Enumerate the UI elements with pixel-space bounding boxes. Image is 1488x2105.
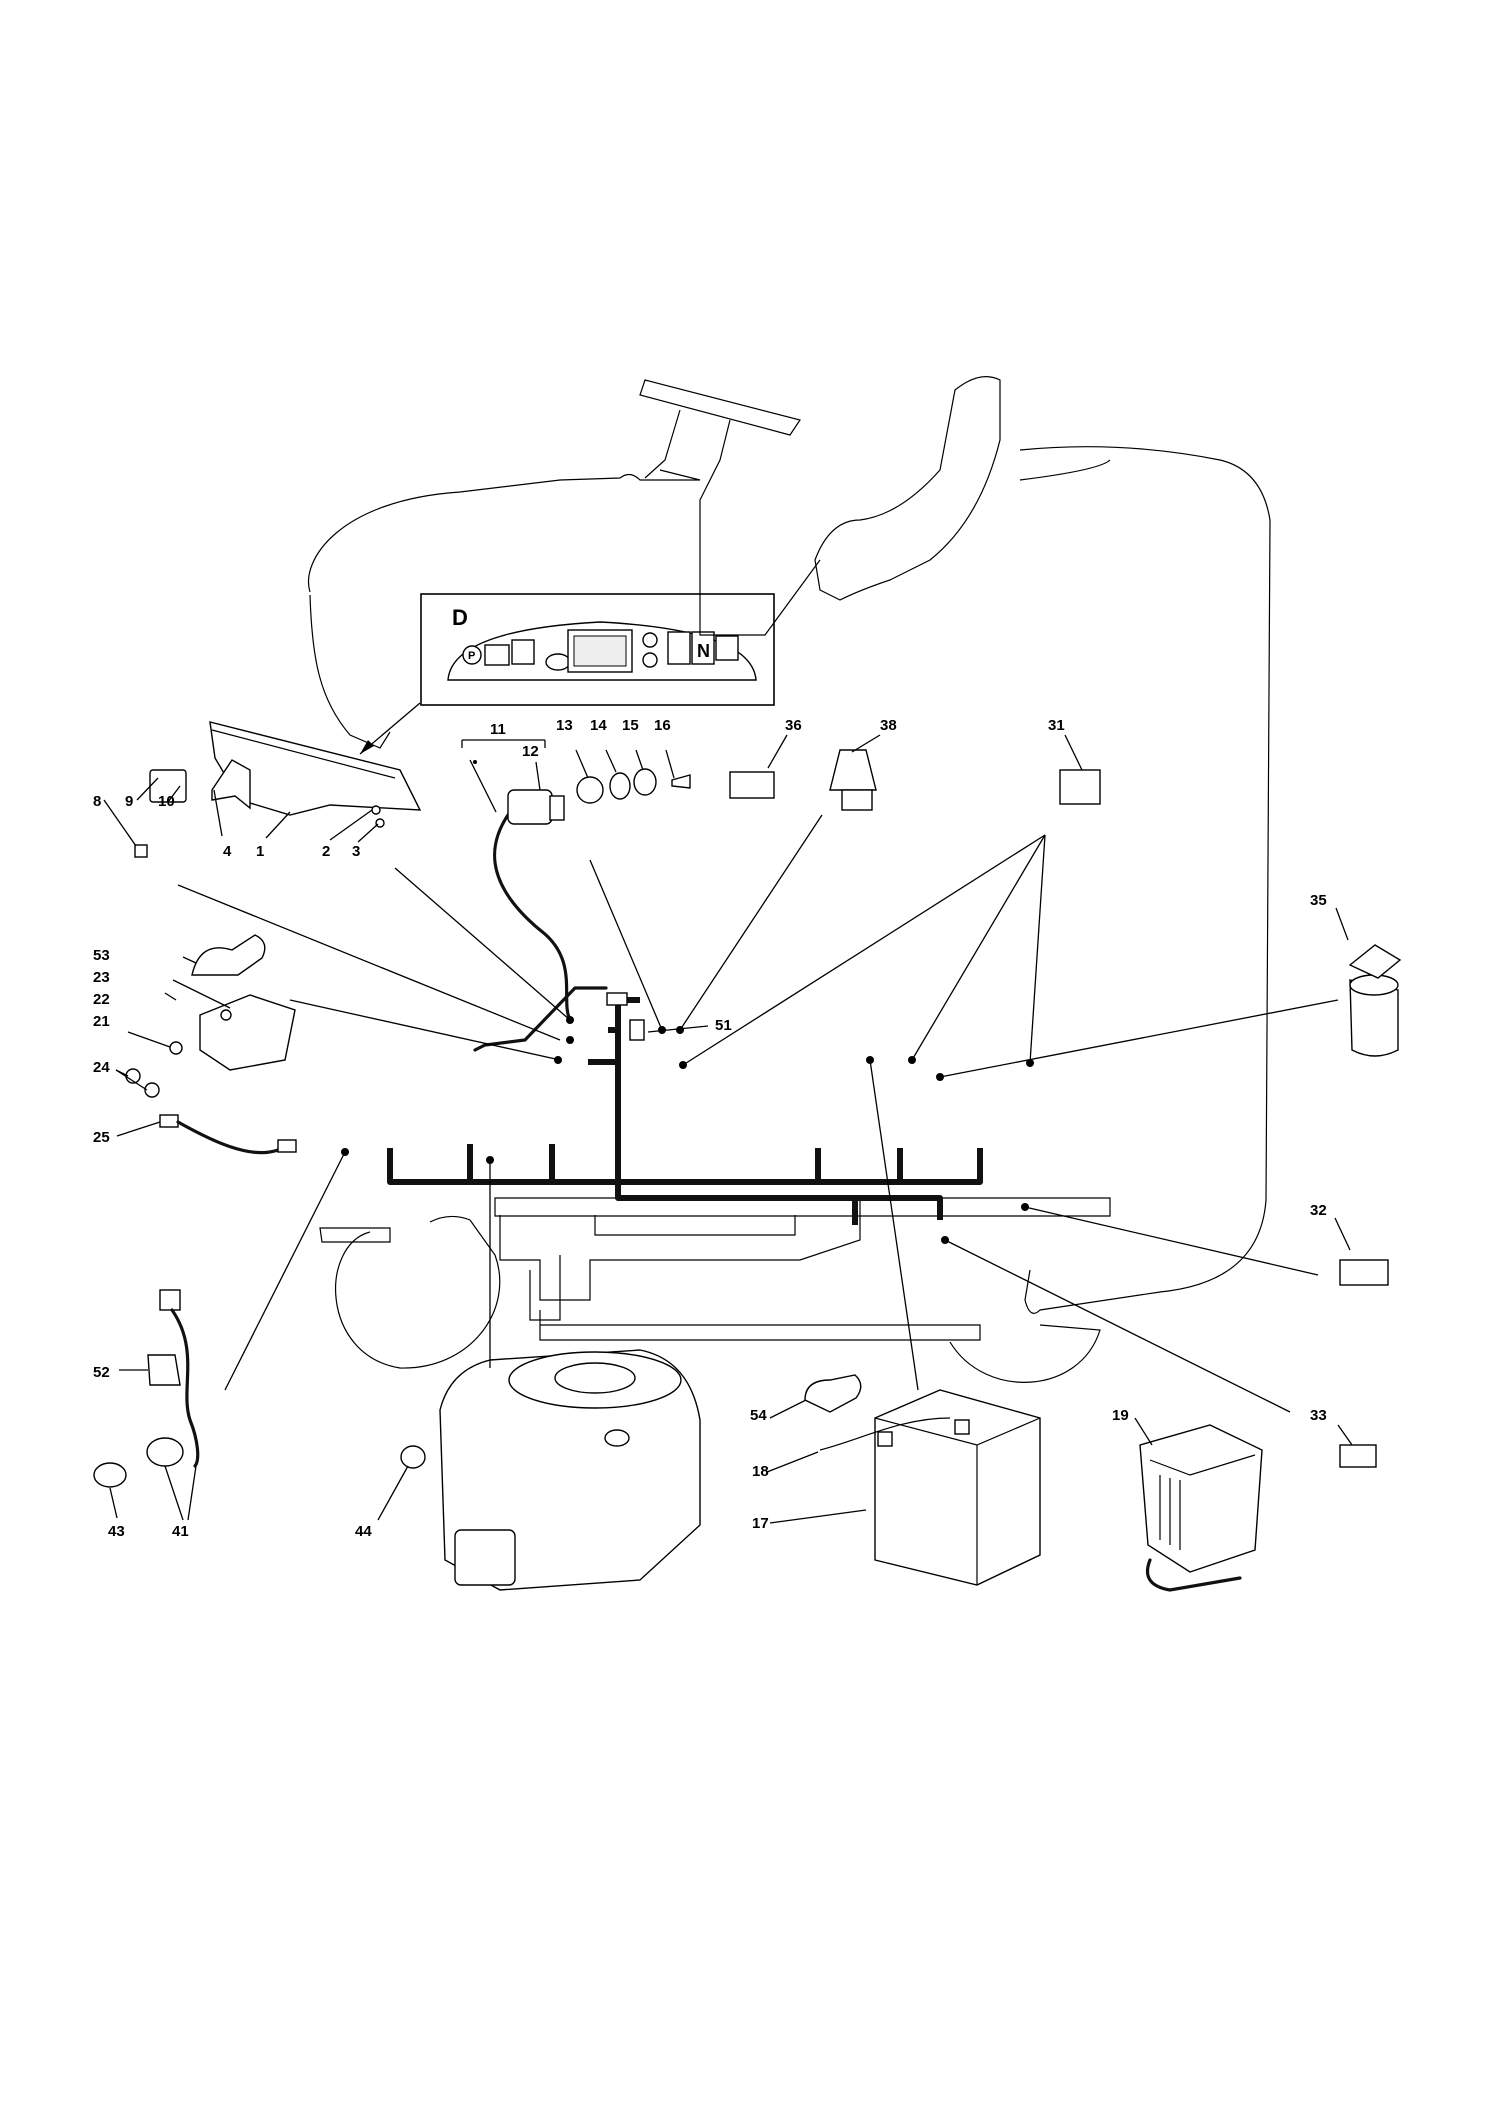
part-label-21: 21 [93, 1013, 110, 1030]
part-label-14: 14 [590, 717, 607, 734]
leader-lines [103, 734, 1353, 1524]
part-label-18: 18 [752, 1463, 769, 1480]
cable-25 [159, 1114, 297, 1155]
wiring-harness [387, 986, 983, 1225]
fuse-part [134, 844, 148, 858]
inset-letter: D [452, 605, 468, 630]
harness-clip [629, 1019, 645, 1041]
hour-meter-icon [642, 632, 658, 648]
ignition-switch [492, 789, 572, 1022]
rubber-cap [191, 934, 266, 976]
blade-indicator-icon [511, 639, 535, 665]
inset-d-dashboard: D P N [420, 593, 775, 706]
dashboard-bracket [211, 759, 251, 810]
part-labels: 1 2 3 4 8 9 10 11 12 13 14 15 16 36 38 3… [93, 717, 1327, 1540]
lamp-harness [93, 1289, 200, 1488]
part-label-23: 23 [93, 969, 110, 986]
rocker-switch-36 [729, 771, 775, 799]
part-label-44: 44 [355, 1523, 372, 1540]
connection-dots [341, 760, 1034, 1244]
neutral-indicator-icon [691, 631, 715, 665]
part-label-10: 10 [158, 793, 175, 810]
part-label-15: 15 [622, 717, 639, 734]
battery [819, 1389, 1041, 1586]
part-label-24: 24 [93, 1059, 110, 1076]
solenoid [199, 994, 296, 1071]
nut-icon [144, 1082, 160, 1098]
part-label-3: 3 [352, 843, 360, 860]
screw-icon [371, 805, 381, 815]
part-label-12: 12 [522, 743, 539, 760]
part-label-25: 25 [93, 1129, 110, 1146]
part-label-4: 4 [223, 843, 232, 860]
part-label-11: 11 [490, 721, 506, 738]
part-label-33: 33 [1310, 1407, 1327, 1424]
mode-button-icon [545, 653, 571, 671]
microswitch-32 [1339, 1259, 1389, 1286]
toggle-switch-38 [829, 749, 877, 791]
part-label-13: 13 [556, 717, 573, 734]
key-icon [671, 774, 691, 789]
part-label-36: 36 [785, 717, 802, 734]
microswitch-33 [1339, 1444, 1377, 1468]
engine [439, 1349, 701, 1591]
part-label-1: 1 [256, 843, 264, 860]
part-label-43: 43 [108, 1523, 125, 1540]
part-label-17: 17 [752, 1515, 769, 1532]
battery-indicator-icon [715, 635, 739, 661]
fuel-indicator-icon [484, 644, 510, 666]
part-label-16: 16 [654, 717, 671, 734]
part-label-31: 31 [1048, 717, 1065, 734]
part-label-51: 51 [715, 1017, 732, 1034]
power-socket [1348, 944, 1402, 1057]
part-label-41: 41 [172, 1523, 189, 1540]
seat-indicator-icon [667, 631, 691, 665]
part-label-38: 38 [880, 717, 897, 734]
part-label-52: 52 [93, 1364, 110, 1381]
part-label-19: 19 [1112, 1407, 1129, 1424]
washer-icon [609, 772, 631, 800]
part-label-53: 53 [93, 947, 110, 964]
inset-panel-left-label: P [468, 650, 475, 662]
part-label-54: 54 [750, 1407, 767, 1424]
part-label-32: 32 [1310, 1202, 1327, 1219]
battery-cap [804, 1374, 862, 1413]
tractor-outline [308, 376, 1271, 1383]
part-label-9: 9 [125, 793, 133, 810]
parking-indicator-icon [462, 645, 482, 665]
part-label-35: 35 [1310, 892, 1327, 909]
dashboard-cover [209, 721, 422, 816]
part-label-22: 22 [93, 991, 110, 1008]
rocker-switch-31 [1059, 769, 1101, 805]
switch-nut-icon [576, 776, 604, 804]
part-label-8: 8 [93, 793, 101, 810]
part-label-2: 2 [322, 843, 330, 860]
battery-charger [1139, 1424, 1263, 1592]
screw-icon [375, 818, 385, 828]
service-icon [642, 652, 658, 668]
ring-nut-icon [633, 768, 657, 796]
inset-panel-right-label: N [697, 641, 710, 661]
engine-nut-icon [400, 1445, 426, 1469]
